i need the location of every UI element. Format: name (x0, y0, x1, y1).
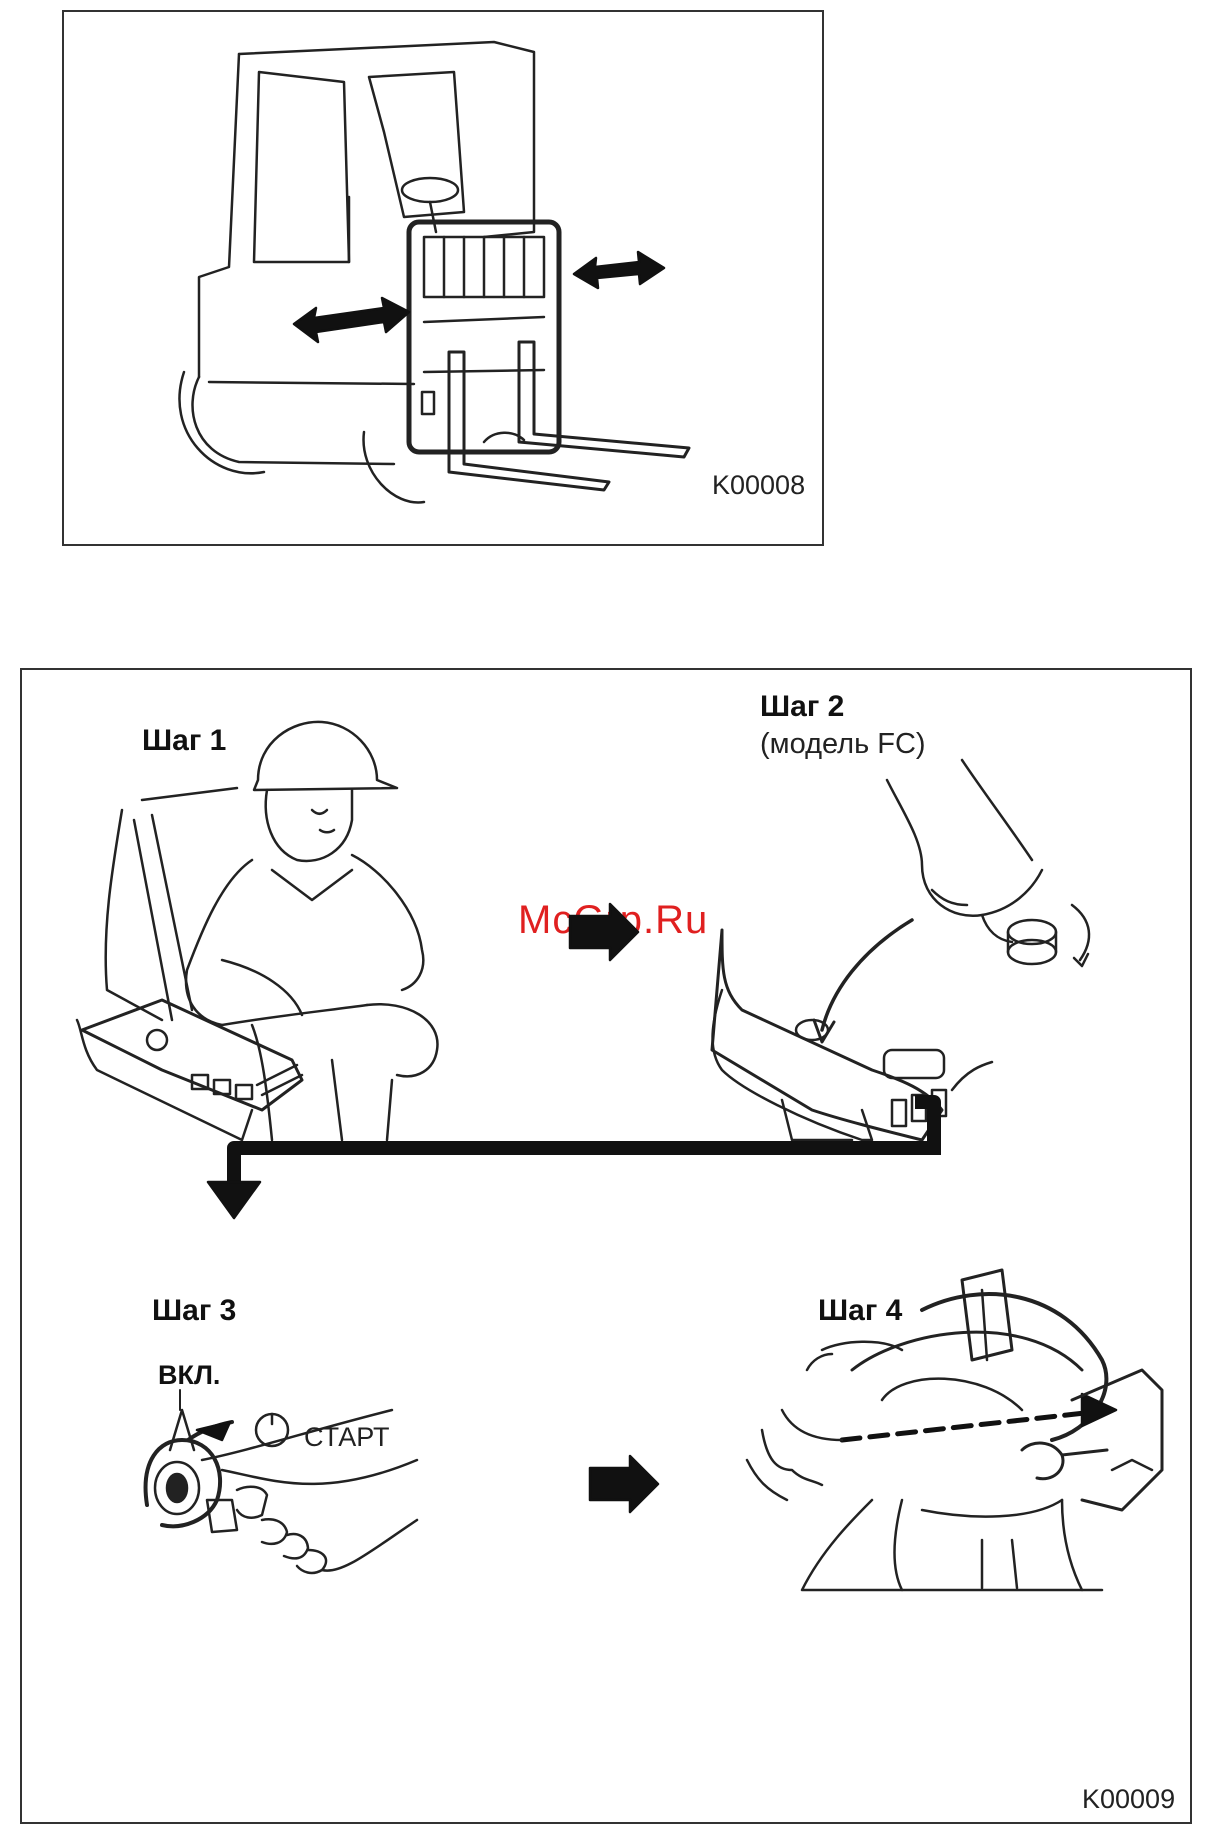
figure-forklift: K00008 (62, 10, 824, 546)
figure-startup-steps: Шаг 1 Шаг 2 (модель FC) McGrp.Ru Шаг 3 Ш… (20, 668, 1192, 1824)
step2-panel-illustration (712, 760, 1089, 1140)
startup-steps-illustration (22, 670, 1190, 1822)
figure-code: K00008 (712, 470, 805, 501)
forklift-illustration (64, 12, 822, 544)
step4-steering-illustration (747, 1270, 1162, 1590)
step1-operator-illustration (77, 722, 437, 1140)
step3-ignition-illustration (146, 1390, 417, 1573)
